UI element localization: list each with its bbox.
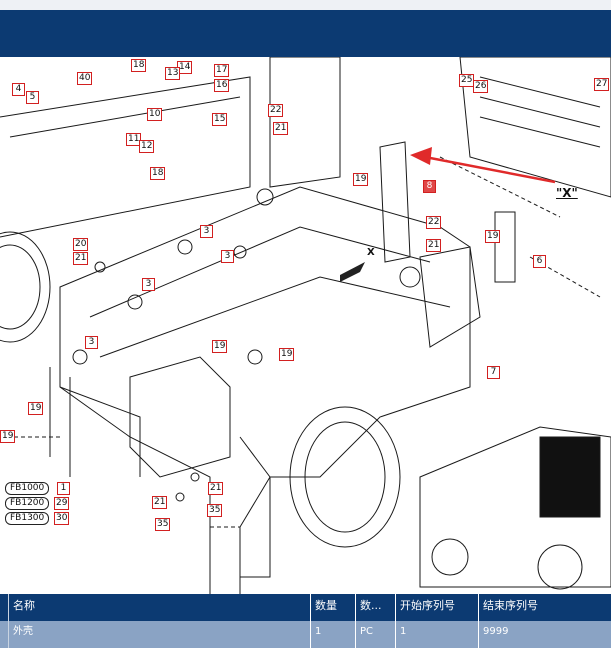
callout: 40 [77,72,93,85]
callout: 21 [73,252,89,265]
callout: 21 [152,496,168,509]
callout: 22 [268,104,284,117]
callout: 3 [200,225,213,238]
column-header-start-serial[interactable]: 开始序列号 [395,594,478,621]
callout: 13 [165,67,181,80]
callout: 3 [221,250,234,263]
callout: 22 [426,216,442,229]
callout: 21 [208,482,224,495]
callout: 21 [273,122,289,135]
callout: 17 [214,64,230,77]
callout: 29 [54,497,70,510]
column-header-qty[interactable]: 数量 [310,594,355,621]
callout: 5 [26,91,39,104]
cell-qty: 1 [310,621,355,648]
cell-unit: PC [355,621,395,648]
callout: 10 [147,108,163,121]
fb-label: FB1200 [5,497,50,510]
callout: 6 [533,255,546,268]
column-header-end-serial[interactable]: 结束序列号 [478,594,611,621]
callout: 20 [73,238,89,251]
callout: 19 [28,402,44,415]
callout: 35 [207,504,223,517]
parts-drawing [0,57,611,594]
callout: 19 [485,230,501,243]
callout: 16 [214,79,230,92]
callout: 15 [212,113,228,126]
exploded-parts-diagram: 18 14 13 17 16 40 4 5 10 15 22 21 11 12 … [0,57,611,594]
callout: 4 [12,83,25,96]
callout: 35 [155,518,171,531]
table-row[interactable]: 外壳 1 PC 1 9999 [0,621,611,648]
callout: 19 [353,173,369,186]
callout: 19 [0,430,16,443]
callout: 11 [126,133,142,146]
column-header-unit[interactable]: 数... [355,594,395,621]
view-label: "X" [556,186,578,200]
callout: 14 [177,61,193,74]
parts-table: 名称 数量 数... 开始序列号 结束序列号 外壳 1 PC 1 9999 [0,594,611,648]
column-header-name[interactable]: 名称 [8,594,310,621]
fb-label: FB1300 [5,512,50,525]
page-header [0,10,611,57]
cell-start-serial: 1 [395,621,478,648]
callout: 3 [142,278,155,291]
callout: 7 [487,366,500,379]
direction-label: X [367,247,375,258]
callout: 12 [139,140,155,153]
callout: 1 [57,482,70,495]
callout: 30 [54,512,70,525]
table-header-row: 名称 数量 数... 开始序列号 结束序列号 [0,594,611,621]
callout: 19 [212,340,228,353]
top-strip [0,0,611,10]
cell-name: 外壳 [8,621,310,648]
fb-label: FB1000 [5,482,50,495]
callout: 27 [594,78,610,91]
callout: 21 [426,239,442,252]
callout-highlighted: 8 [423,180,436,193]
callout: 26 [473,80,489,93]
callout: 18 [131,59,147,72]
callout: 19 [279,348,295,361]
callout: 18 [150,167,166,180]
callout: 3 [85,336,98,349]
cell-end-serial: 9999 [478,621,611,648]
